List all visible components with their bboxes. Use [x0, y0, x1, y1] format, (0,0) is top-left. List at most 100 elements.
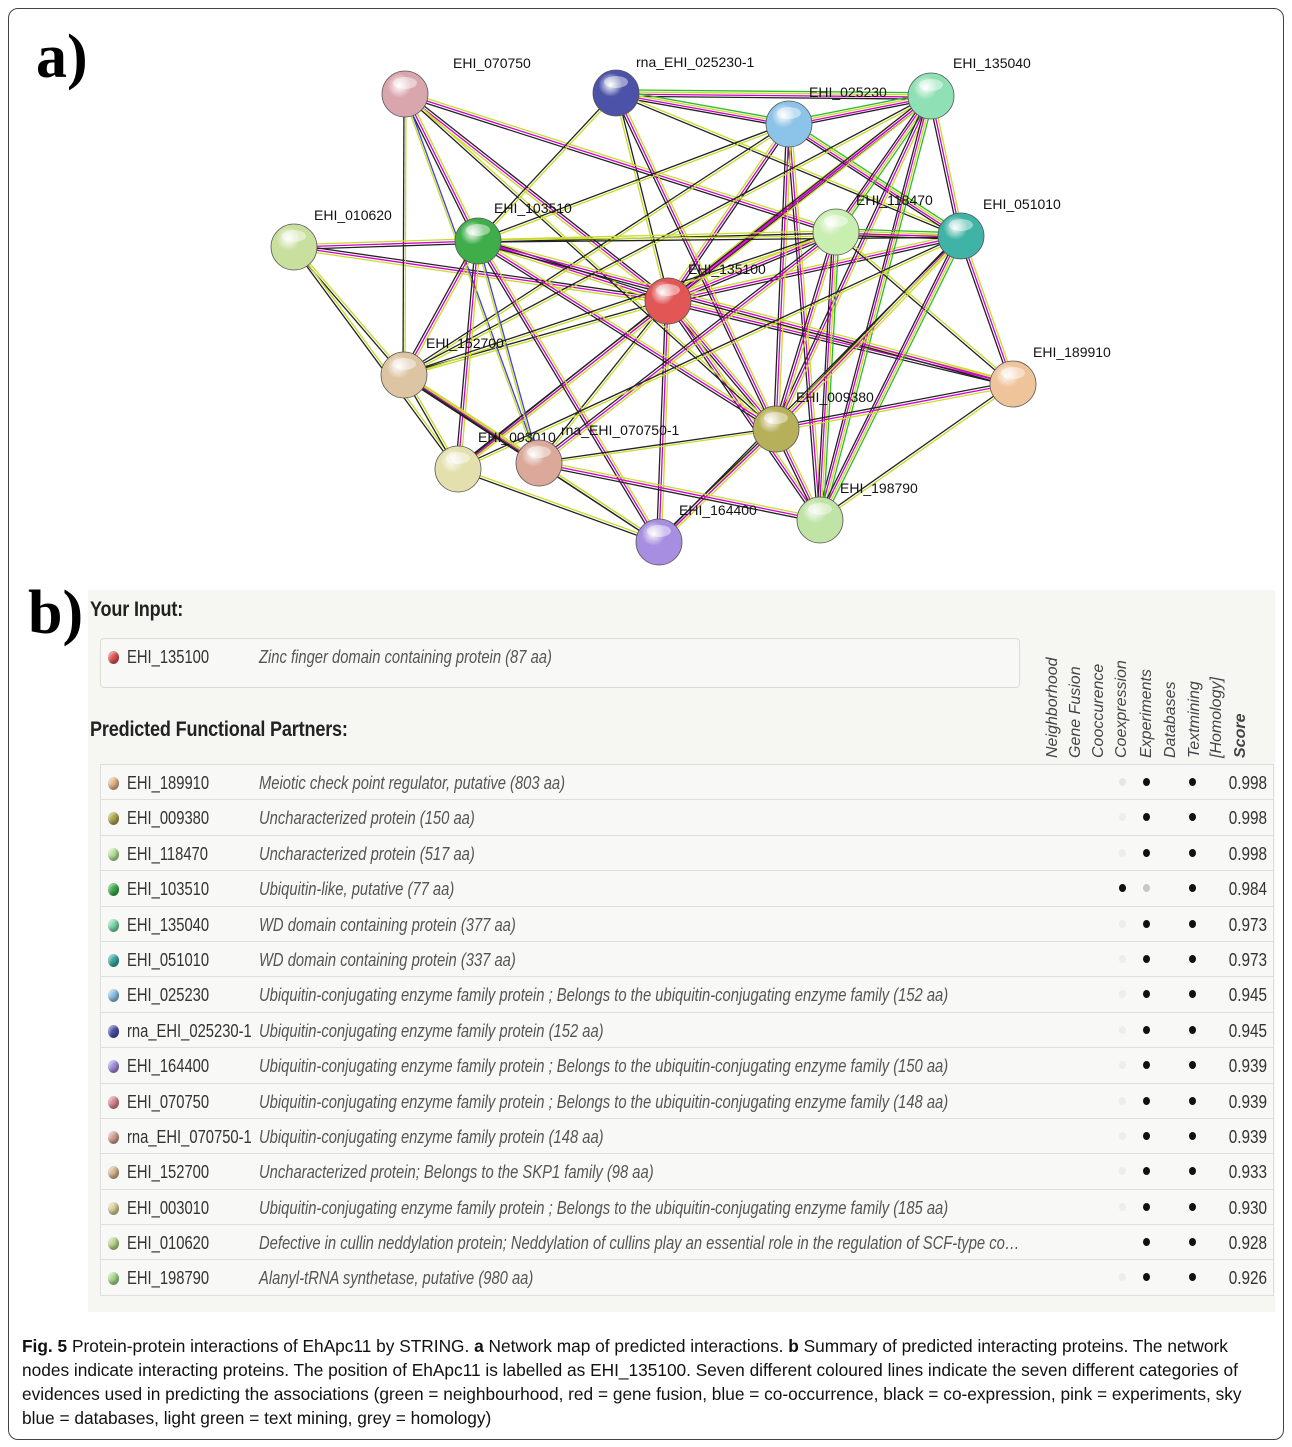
coexpression-evidence-dot — [1119, 848, 1126, 857]
protein-node[interactable]: EHI_009380 — [752, 389, 874, 453]
protein-node[interactable]: rna_EHI_070750-1 — [515, 422, 680, 487]
column-header: Neighborhood — [1044, 657, 1061, 758]
protein-node[interactable]: EHI_025230 — [765, 84, 887, 148]
protein-description: Uncharacterized protein (517 aa) — [259, 843, 475, 864]
protein-node-circle[interactable] — [644, 277, 692, 325]
interaction-edge — [786, 120, 964, 240]
protein-color-icon — [108, 989, 119, 1003]
protein-node-label: EHI_010620 — [314, 207, 392, 223]
interaction-edge — [613, 91, 779, 431]
protein-node-label: EHI_135100 — [688, 261, 766, 277]
protein-node[interactable]: rna_EHI_025230-1 — [592, 54, 755, 117]
textmining-evidence-dot — [1189, 1167, 1196, 1176]
interaction-score: 0.928 — [1228, 1233, 1267, 1254]
coexpression-evidence-dot — [1119, 1061, 1126, 1070]
node-highlight — [446, 452, 470, 464]
protein-node[interactable]: EHI_051010 — [937, 196, 1061, 260]
protein-node[interactable]: EHI_189910 — [989, 344, 1111, 408]
input-protein-row[interactable]: EHI_135100 Zinc finger domain containing… — [100, 638, 1020, 688]
column-header: Gene Fusion — [1067, 666, 1084, 758]
node-highlight — [466, 224, 490, 236]
interaction-edge — [816, 234, 965, 522]
protein-node-circle[interactable] — [270, 223, 318, 271]
interaction-edge — [615, 89, 790, 128]
partners-panel: Your Input: EHI_135100 Zinc finger domai… — [88, 590, 1275, 1312]
protein-node-circle[interactable] — [907, 72, 955, 120]
protein-description: Ubiquitin-conjugating enzyme family prot… — [259, 1126, 604, 1147]
protein-node-circle[interactable] — [381, 70, 429, 118]
protein-description: Uncharacterized protein; Belongs to the … — [259, 1162, 654, 1183]
protein-node-circle[interactable] — [796, 496, 844, 544]
interaction-score: 0.945 — [1228, 985, 1267, 1006]
protein-node-circle[interactable] — [989, 360, 1037, 408]
protein-node[interactable]: EHI_164400 — [635, 502, 757, 566]
coexpression-evidence-dot — [1119, 954, 1126, 963]
protein-node-circle[interactable] — [454, 217, 502, 265]
protein-node-circle[interactable] — [765, 100, 813, 148]
experiments-evidence-dot — [1143, 954, 1150, 963]
coexpression-evidence-dot — [1119, 813, 1126, 822]
figure-caption: Fig. 5 Protein-protein interactions of E… — [22, 1334, 1272, 1430]
protein-color-icon — [108, 953, 119, 967]
protein-node-circle[interactable] — [515, 439, 563, 487]
node-highlight — [282, 230, 306, 242]
partners-heading: Predicted Functional Partners: — [90, 718, 348, 741]
protein-node[interactable]: EHI_135040 — [907, 55, 1031, 120]
experiments-evidence-dot — [1143, 1061, 1150, 1070]
protein-description: WD domain containing protein (377 aa) — [259, 914, 516, 935]
protein-node-circle[interactable] — [635, 518, 683, 566]
protein-node[interactable]: EHI_152700 — [380, 335, 504, 399]
textmining-evidence-dot — [1189, 919, 1196, 928]
protein-node-circle[interactable] — [380, 351, 428, 399]
protein-node-label: EHI_118470 — [856, 192, 933, 208]
protein-node[interactable]: EHI_103510 — [454, 200, 572, 265]
column-header: Score — [1232, 713, 1249, 758]
protein-node-circle[interactable] — [937, 212, 985, 260]
protein-description: Meiotic check point regulator, putative … — [259, 773, 566, 793]
protein-node-circle[interactable] — [752, 405, 800, 453]
interaction-score: 0.939 — [1228, 1126, 1267, 1147]
protein-node-circle[interactable] — [592, 69, 640, 117]
interaction-edge — [477, 122, 790, 243]
column-header: Experiments — [1138, 669, 1155, 758]
caption-b-text: Summary of predicted interacting protein… — [22, 1336, 1242, 1428]
interaction-edge — [816, 95, 935, 521]
protein-node[interactable]: EHI_118470 — [812, 192, 933, 256]
interaction-edge — [475, 240, 540, 464]
interaction-score: 0.926 — [1228, 1268, 1267, 1289]
column-header: Coexpression — [1113, 660, 1130, 758]
protein-node-circle[interactable] — [434, 445, 482, 493]
interaction-score: 0.939 — [1228, 1056, 1267, 1077]
experiments-evidence-dot — [1143, 1273, 1150, 1282]
protein-name: EHI_003010 — [127, 1197, 210, 1218]
interaction-edge — [475, 239, 662, 544]
interaction-edge — [476, 238, 778, 432]
protein-node-circle[interactable] — [812, 208, 860, 256]
protein-color-icon — [108, 651, 119, 664]
protein-color-icon — [108, 1024, 119, 1038]
protein-node[interactable]: EHI_135100 — [644, 261, 766, 325]
protein-node[interactable]: EHI_070750 — [381, 55, 531, 118]
protein-node[interactable]: EHI_010620 — [270, 207, 392, 271]
protein-name: EHI_025230 — [127, 985, 210, 1006]
protein-node[interactable]: EHI_198790 — [796, 480, 918, 544]
textmining-evidence-dot — [1189, 1238, 1196, 1247]
protein-color-icon — [108, 1201, 119, 1215]
interaction-edge — [456, 93, 933, 472]
